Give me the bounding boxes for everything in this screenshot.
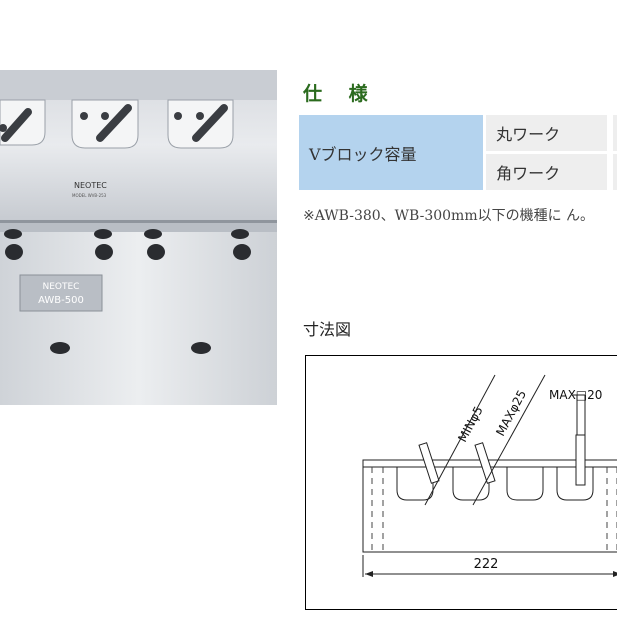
spec-note: ※AWB-380、WB-300mm以下の機種に ん。 <box>303 208 595 224</box>
dimension-drawing: MAX□20 MAXφ25 MINφ5 222 <box>305 355 617 617</box>
spec-title: 仕 様 <box>303 83 378 105</box>
product-photo: NEOTEC MODEL WVB-253 NEOTEC AWB-500 <box>0 70 277 405</box>
nameplate-small-sub-text: MODEL WVB-253 <box>72 193 107 198</box>
spec-row-round-label: 丸ワーク <box>483 115 607 151</box>
width-label: 222 <box>474 557 499 572</box>
spec-row-square-value <box>607 150 617 190</box>
spec-row-square-label: 角ワーク <box>483 150 607 190</box>
nameplate-large-line2: AWB-500 <box>38 295 84 306</box>
nameplate-small-text: NEOTEC <box>74 181 107 190</box>
nameplate-large-line1: NEOTEC <box>43 282 80 292</box>
spec-table: Vブロック容量 丸ワーク 角ワーク <box>299 115 617 190</box>
max-square-label: MAX□20 <box>549 388 602 402</box>
spec-category-cell: Vブロック容量 <box>299 115 484 190</box>
dimension-title: 寸法図 <box>303 320 352 339</box>
spec-row-round-value <box>607 115 617 151</box>
